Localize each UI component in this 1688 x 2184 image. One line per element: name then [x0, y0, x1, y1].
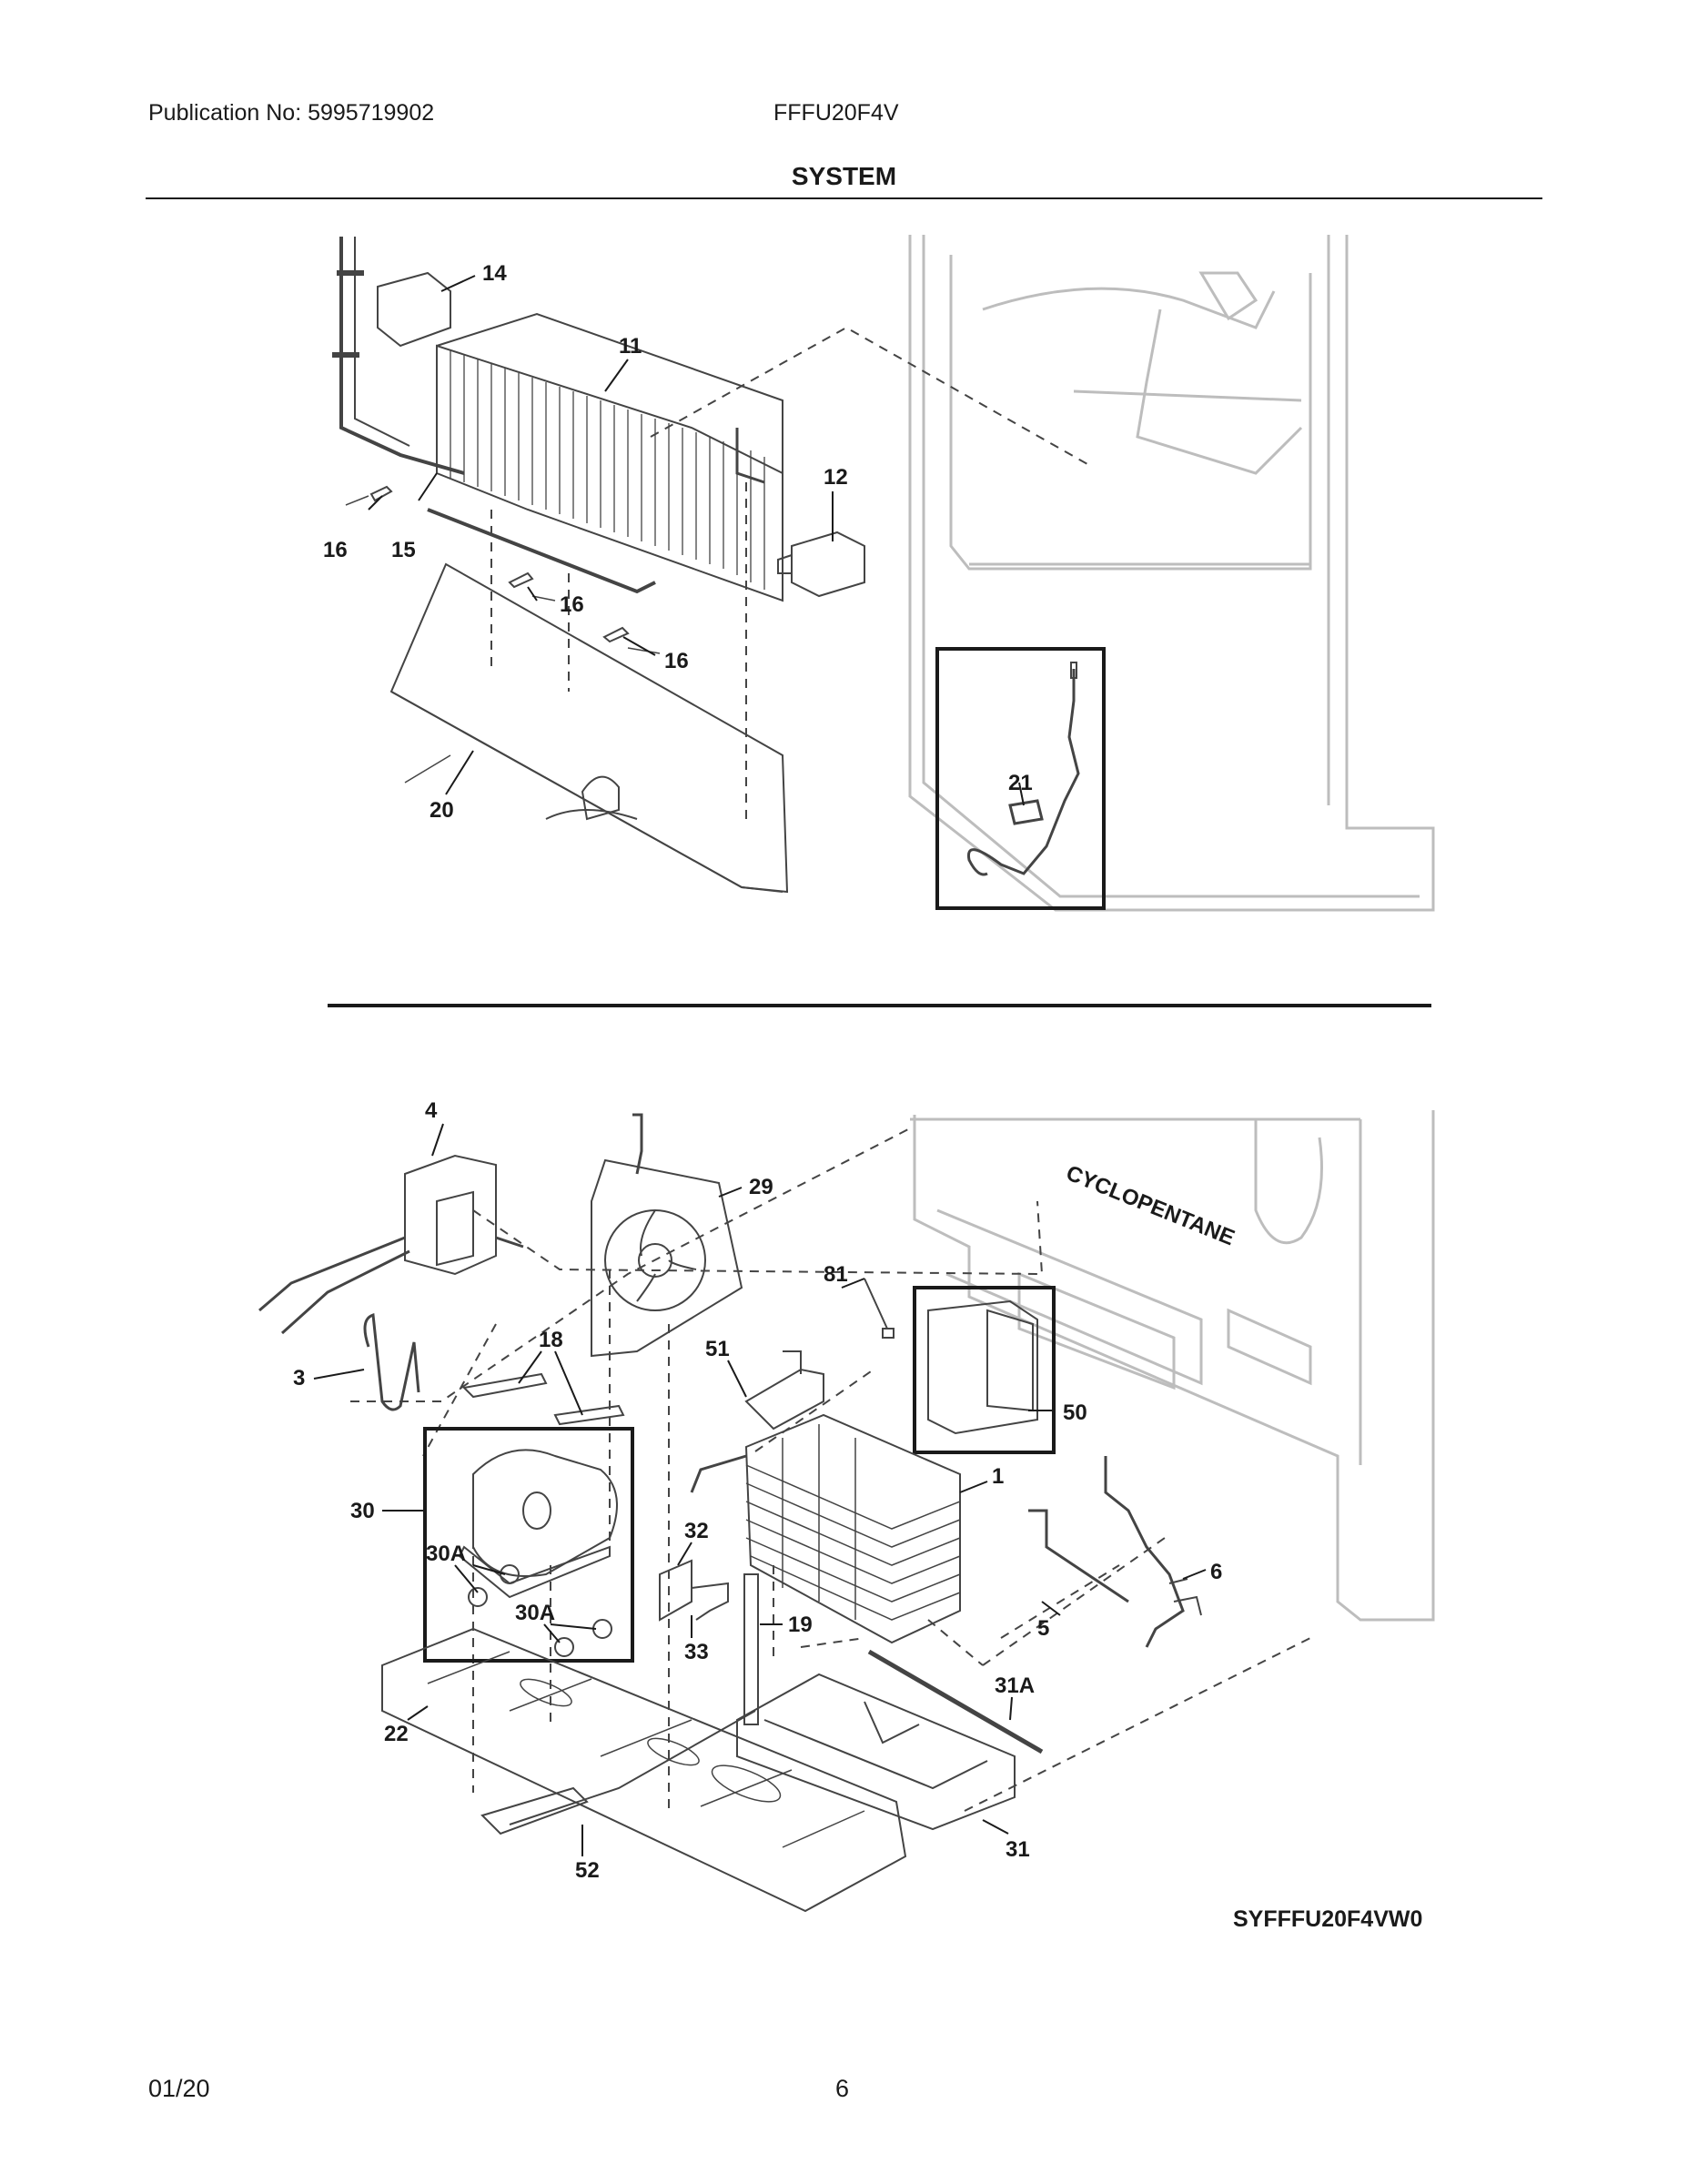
callout-81: 81	[824, 1262, 848, 1287]
detail-box-50	[913, 1286, 1056, 1454]
callout-3: 3	[293, 1366, 305, 1390]
callout-50: 50	[1063, 1400, 1087, 1425]
callout-21: 21	[1008, 771, 1033, 795]
part-81-screw	[864, 1278, 895, 1339]
callout-51: 51	[705, 1337, 730, 1361]
cabinet-back-lower	[910, 1110, 1435, 1622]
callout-6: 6	[1210, 1560, 1222, 1584]
callout-20: 20	[430, 798, 454, 823]
part-16-clip	[602, 626, 630, 643]
callout-22: 22	[384, 1722, 409, 1746]
callouts-upper: 14 11 12 16 15 16 16 20 21	[323, 261, 1033, 823]
callout-14: 14	[482, 261, 507, 286]
callout-32: 32	[684, 1519, 709, 1543]
diagram-code: SYFFFU20F4VW0	[1233, 1906, 1423, 1932]
part-6-harness	[1104, 1456, 1185, 1648]
part-29-fan-shroud	[591, 1158, 743, 1358]
callout-11: 11	[619, 334, 642, 359]
callout-16a: 16	[323, 538, 348, 562]
callout-4: 4	[425, 1098, 438, 1123]
cabinet-interior-upper	[908, 235, 1435, 912]
callout-15: 15	[391, 538, 416, 562]
part-30-compressor	[458, 1449, 618, 1599]
part-15-harness	[339, 237, 465, 475]
callout-30: 30	[350, 1499, 375, 1523]
part-20-drain-trough	[389, 562, 789, 894]
part-31A-rod	[867, 1649, 1044, 1754]
detail-box-30	[423, 1427, 634, 1663]
page-number: 6	[835, 2075, 850, 2102]
part-1-condenser	[690, 1413, 961, 1644]
callout-16c: 16	[664, 649, 689, 673]
part-52-bar	[480, 1786, 589, 1835]
part-11-evaporator	[436, 312, 783, 602]
section-title: SYSTEM	[791, 162, 897, 190]
part-18-bracket	[553, 1404, 625, 1426]
publication-number: Publication No: 5995719902	[148, 100, 435, 126]
part-14-bracket	[377, 271, 451, 348]
callout-31: 31	[1006, 1837, 1030, 1862]
part-12-sensor	[777, 531, 865, 598]
callout-31A: 31A	[995, 1673, 1035, 1698]
part-16-clip	[508, 571, 534, 589]
callout-12: 12	[824, 465, 848, 490]
part-16-clip	[369, 485, 393, 502]
part-31-drain-pan	[736, 1673, 1016, 1831]
section-divider	[328, 1004, 1431, 1007]
footer-date: 01/20	[148, 2075, 210, 2102]
part-50-board	[927, 1299, 1038, 1435]
header-rule	[146, 197, 1542, 199]
callout-52: 52	[575, 1858, 600, 1883]
callout-19: 19	[788, 1613, 813, 1637]
part-51-drain	[744, 1350, 824, 1431]
part-32-bracket	[659, 1559, 692, 1622]
part-19-tube	[743, 1573, 759, 1725]
callout-30A-upper: 30A	[426, 1542, 466, 1566]
callout-18: 18	[539, 1328, 563, 1352]
callouts-lower: 4 29 81 3 18 51 50 30 1 30A 32 6 30A 19 …	[293, 1098, 1222, 1883]
detail-box-21	[935, 647, 1106, 910]
part-3-tube	[363, 1312, 420, 1411]
part-5-harness	[1028, 1509, 1129, 1603]
embossed-label: CYCLOPENTANE	[1063, 1161, 1238, 1251]
part-33-clip	[691, 1582, 729, 1621]
model-number: FFFU20F4V	[773, 100, 899, 126]
part-22-base-plate	[381, 1627, 907, 1913]
callout-16b: 16	[560, 592, 584, 617]
part-4-control-box	[404, 1154, 497, 1276]
callout-29: 29	[749, 1175, 773, 1199]
callout-33: 33	[684, 1640, 709, 1664]
callout-5: 5	[1037, 1616, 1049, 1641]
callout-30A-lower: 30A	[515, 1601, 555, 1625]
part-21-cable	[966, 669, 1080, 876]
part-18-bracket	[461, 1372, 548, 1399]
callout-1: 1	[992, 1464, 1004, 1489]
